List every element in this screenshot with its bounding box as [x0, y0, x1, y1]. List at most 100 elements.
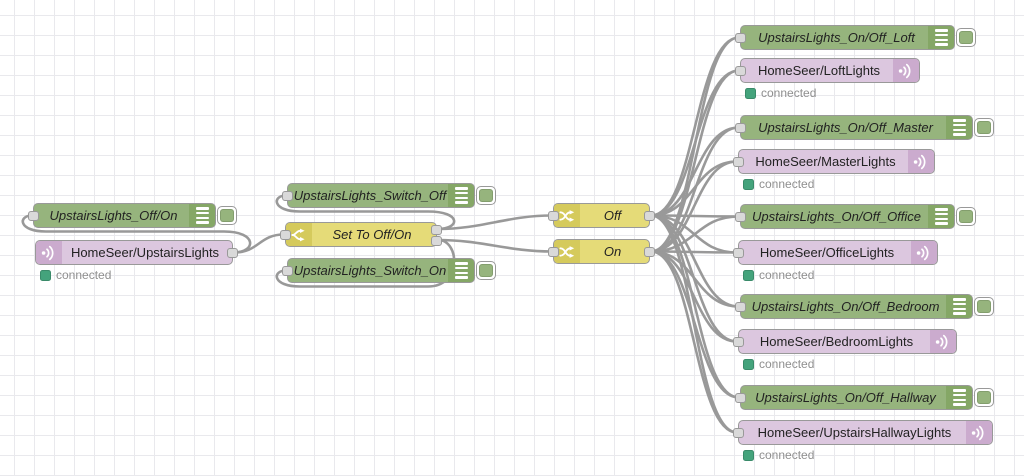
input-port[interactable]	[548, 211, 559, 221]
node-label: UpstairsLights_On/Off_Loft	[758, 30, 915, 45]
debug-toggle-button-fill	[479, 264, 493, 277]
debug-toggle-button[interactable]	[974, 388, 994, 407]
debug-node-g5[interactable]: UpstairsLights_On/Off_Master	[735, 115, 994, 140]
device-in-node-p2[interactable]: HomeSeer/LoftLights connected	[735, 58, 920, 100]
device-in-node-p3[interactable]: HomeSeer/MasterLights connected	[733, 149, 935, 191]
debug-node-g6[interactable]: UpstairsLights_On/Off_Office	[735, 204, 976, 229]
debug-toggle-button[interactable]	[974, 297, 994, 316]
status-dot-icon	[745, 87, 756, 99]
wire[interactable]	[436, 214, 554, 231]
input-port[interactable]	[735, 33, 746, 43]
node-status: connected	[743, 357, 814, 371]
node-label: HomeSeer/MasterLights	[755, 154, 896, 169]
status-dot-icon	[743, 449, 754, 461]
list-icon	[946, 295, 972, 318]
list-icon-bars	[952, 296, 966, 317]
broadcast-icon	[930, 330, 956, 353]
wire[interactable]	[649, 250, 739, 434]
debug-toggle-button[interactable]	[476, 186, 496, 205]
input-port[interactable]	[735, 393, 746, 403]
list-icon-bars	[952, 117, 966, 138]
debug-toggle-button[interactable]	[476, 261, 496, 280]
input-port[interactable]	[733, 248, 744, 258]
wire[interactable]	[649, 214, 741, 308]
node-label: UpstairsLights_On/Off_Office	[751, 209, 922, 224]
debug-toggle-button-fill	[959, 31, 973, 44]
input-port[interactable]	[282, 266, 293, 276]
list-icon	[189, 204, 215, 227]
output-port-1[interactable]	[431, 225, 442, 235]
device-in-node-p5[interactable]: HomeSeer/BedroomLights connected	[733, 329, 957, 371]
wire[interactable]	[649, 250, 739, 254]
debug-node-g2[interactable]: UpstairsLights_Switch_Off	[282, 183, 496, 208]
debug-toggle-button[interactable]	[217, 206, 237, 225]
node-label: HomeSeer/BedroomLights	[759, 334, 914, 349]
debug-toggle-button[interactable]	[974, 118, 994, 137]
input-port[interactable]	[733, 428, 744, 438]
list-icon-bars	[195, 205, 209, 226]
list-icon	[928, 205, 954, 228]
debug-toggle-button[interactable]	[956, 207, 976, 226]
status-dot-icon	[743, 269, 754, 281]
debug-node-g7[interactable]: UpstairsLights_On/Off_Bedroom	[735, 294, 994, 319]
wire[interactable]	[649, 250, 741, 399]
wire[interactable]	[275, 194, 456, 231]
status-dot-icon	[743, 178, 754, 190]
broadcast-icon	[908, 150, 934, 173]
debug-node-g4[interactable]: UpstairsLights_On/Off_Loft	[735, 25, 976, 50]
broadcast-icon	[36, 241, 62, 264]
input-port[interactable]	[548, 247, 559, 257]
input-port[interactable]	[280, 230, 291, 240]
input-port[interactable]	[733, 337, 744, 347]
input-port[interactable]	[28, 211, 39, 221]
fork-icon	[286, 223, 312, 246]
broadcast-icon	[966, 421, 992, 444]
wire[interactable]	[649, 160, 739, 253]
broadcast-icon	[893, 59, 919, 82]
node-label: UpstairsLights_Off/On	[49, 208, 178, 223]
node-label: HomeSeer/LoftLights	[757, 63, 881, 78]
wire[interactable]	[649, 69, 741, 253]
input-port[interactable]	[282, 191, 293, 201]
node-label: On	[603, 244, 622, 259]
debug-node-g3[interactable]: UpstairsLights_Switch_On	[282, 258, 496, 283]
input-port[interactable]	[733, 157, 744, 167]
input-port[interactable]	[735, 66, 746, 76]
list-icon	[946, 116, 972, 139]
input-port[interactable]	[735, 212, 746, 222]
output-port[interactable]	[644, 211, 655, 221]
debug-node-g8[interactable]: UpstairsLights_On/Off_Hallway	[735, 385, 994, 410]
output-port[interactable]	[644, 247, 655, 257]
debug-node-g1[interactable]: UpstairsLights_Off/On	[28, 203, 237, 228]
debug-toggle-button-fill	[977, 391, 991, 404]
wire[interactable]	[649, 215, 741, 253]
list-icon-bars	[934, 206, 948, 227]
shuffle-icon	[554, 204, 580, 227]
change-node-c1[interactable]: Off	[548, 203, 655, 228]
status-text: connected	[759, 177, 815, 191]
output-port[interactable]	[227, 248, 238, 258]
debug-toggle-button-fill	[959, 210, 973, 223]
wire[interactable]	[232, 233, 286, 254]
list-icon-bars	[952, 387, 966, 408]
list-icon	[928, 26, 954, 49]
wire[interactable]	[21, 214, 252, 254]
debug-toggle-button[interactable]	[956, 28, 976, 47]
node-label: Set To Off/On	[332, 227, 412, 242]
status-dot-icon	[40, 269, 51, 281]
input-port[interactable]	[735, 302, 746, 312]
wire[interactable]	[275, 238, 456, 288]
debug-toggle-button-fill	[220, 209, 234, 222]
output-port-2[interactable]	[431, 236, 442, 246]
status-text: connected	[761, 86, 817, 100]
change-node-c2[interactable]: On	[548, 239, 655, 264]
switch-node-sw[interactable]: Set To Off/On	[280, 222, 442, 247]
input-port[interactable]	[735, 123, 746, 133]
status-text: connected	[56, 268, 112, 282]
wire[interactable]	[436, 238, 554, 253]
